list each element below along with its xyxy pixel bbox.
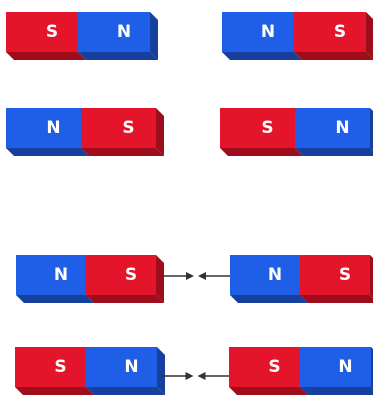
arrowhead-left xyxy=(197,372,206,380)
pole-face xyxy=(78,12,150,52)
north-pole: N xyxy=(16,255,94,303)
pole-label: N xyxy=(54,265,68,285)
pole-face xyxy=(294,12,366,52)
north-pole: N xyxy=(295,108,373,156)
pole-bottom-edge xyxy=(295,148,373,156)
arrowhead-right xyxy=(186,272,194,280)
pole-face xyxy=(220,108,295,148)
pole-side-edge xyxy=(370,108,373,151)
pole-face xyxy=(81,108,156,148)
pole-bottom-edge xyxy=(294,52,373,60)
pole-bottom-edge xyxy=(300,387,373,395)
pole-label: S xyxy=(54,357,66,377)
pole-label: N xyxy=(117,22,131,42)
pole-label: S xyxy=(268,357,280,377)
south-pole: S xyxy=(294,12,373,60)
pole-bottom-edge xyxy=(220,148,303,156)
pole-side-edge xyxy=(157,347,165,395)
north-pole: N xyxy=(6,108,89,156)
pole-side-edge xyxy=(150,12,158,60)
pole-bottom-edge xyxy=(15,387,94,395)
pole-label: N xyxy=(261,22,275,42)
pole-bottom-edge xyxy=(81,148,164,156)
arrowhead-left xyxy=(198,272,206,280)
pole-label: N xyxy=(124,357,138,377)
pole-label: S xyxy=(122,118,134,138)
attract-arrows xyxy=(162,372,229,380)
pole-face xyxy=(16,255,86,295)
north-pole: N xyxy=(222,12,302,60)
north-pole: N xyxy=(86,347,165,395)
pole-face xyxy=(15,347,86,387)
pole-side-edge xyxy=(156,255,164,303)
pole-label: S xyxy=(339,265,351,285)
pole-face xyxy=(6,12,78,52)
arrowhead-right xyxy=(185,372,194,380)
attract-arrows xyxy=(162,272,230,280)
pole-face xyxy=(300,347,371,387)
pole-side-edge xyxy=(366,12,373,59)
north-pole: N xyxy=(230,255,308,303)
south-pole: S xyxy=(6,12,86,60)
pole-face xyxy=(229,347,300,387)
pole-bottom-edge xyxy=(300,295,373,303)
south-pole: S xyxy=(86,255,164,303)
north-pole: N xyxy=(78,12,158,60)
pole-label: S xyxy=(334,22,346,42)
pole-bottom-edge xyxy=(229,387,308,395)
pole-bottom-edge xyxy=(86,387,165,395)
south-pole: S xyxy=(220,108,303,156)
pole-bottom-edge xyxy=(222,52,302,60)
south-pole: S xyxy=(81,108,164,156)
pole-face xyxy=(300,255,370,295)
south-pole: S xyxy=(229,347,308,395)
pole-bottom-edge xyxy=(16,295,94,303)
south-pole: S xyxy=(300,255,373,303)
pole-label: S xyxy=(125,265,137,285)
pole-face xyxy=(86,255,156,295)
pole-bottom-edge xyxy=(6,148,89,156)
pole-label: N xyxy=(335,118,349,138)
pole-label: S xyxy=(46,22,58,42)
pole-label: N xyxy=(46,118,60,138)
pole-face xyxy=(295,108,370,148)
pole-face xyxy=(86,347,157,387)
pole-label: S xyxy=(261,118,273,138)
pole-label: N xyxy=(268,265,282,285)
pole-bottom-edge xyxy=(78,52,158,60)
pole-side-edge xyxy=(370,255,373,298)
north-pole: N xyxy=(300,347,373,395)
pole-bottom-edge xyxy=(6,52,86,60)
pole-face xyxy=(222,12,294,52)
pole-face xyxy=(6,108,81,148)
pole-bottom-edge xyxy=(86,295,164,303)
pole-label: N xyxy=(338,357,352,377)
pole-bottom-edge xyxy=(230,295,308,303)
pole-side-edge xyxy=(156,108,164,156)
south-pole: S xyxy=(15,347,94,395)
pole-face xyxy=(230,255,300,295)
